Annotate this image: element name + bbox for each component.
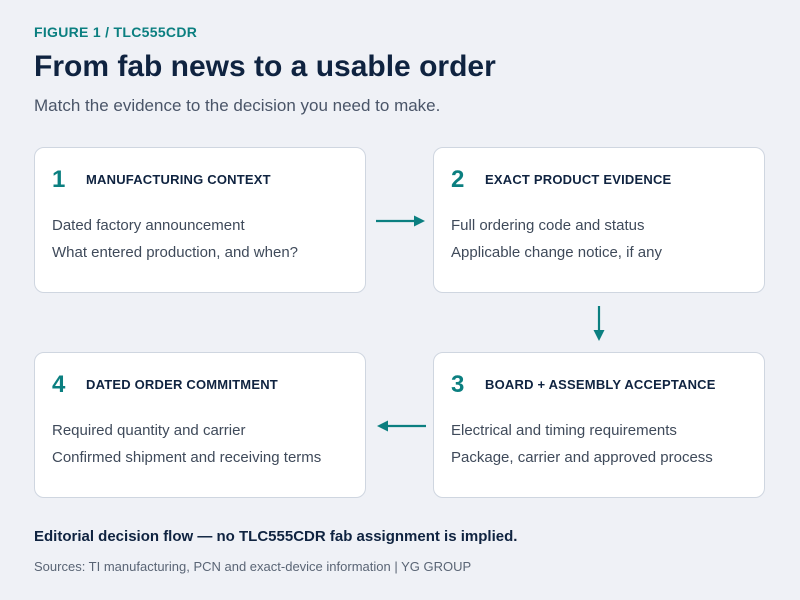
step-card-exact-product-evidence: 2 EXACT PRODUCT EVIDENCE Full ordering c… (433, 147, 765, 293)
step-detail: Required quantity and carrier (52, 422, 246, 439)
step-detail: Electrical and timing requirements (451, 422, 677, 439)
step-detail: Dated factory announcement (52, 217, 245, 234)
step-card-board-assembly-acceptance: 3 BOARD + ASSEMBLY ACCEPTANCE Electrical… (433, 352, 765, 498)
page-title: From fab news to a usable order (34, 50, 496, 83)
step-card-manufacturing-context: 1 MANUFACTURING CONTEXT Dated factory an… (34, 147, 366, 293)
step-heading: BOARD + ASSEMBLY ACCEPTANCE (485, 377, 716, 392)
step-detail: Applicable change notice, if any (451, 244, 662, 261)
step-detail: What entered production, and when? (52, 244, 298, 261)
arrow-down-icon (593, 306, 605, 341)
step-detail: Confirmed shipment and receiving terms (52, 449, 322, 466)
step-heading: DATED ORDER COMMITMENT (86, 377, 278, 392)
step-number: 4 (52, 371, 66, 398)
figure-label: FIGURE 1 / TLC555CDR (34, 24, 198, 40)
step-detail: Full ordering code and status (451, 217, 645, 234)
sources-line: Sources: TI manufacturing, PCN and exact… (34, 559, 472, 574)
figure-caption: Editorial decision flow — no TLC555CDR f… (34, 528, 518, 545)
step-number: 3 (451, 371, 465, 398)
page-subtitle: Match the evidence to the decision you n… (34, 96, 441, 115)
step-number: 1 (52, 166, 66, 193)
arrow-right-icon (376, 215, 425, 227)
step-detail: Package, carrier and approved process (451, 449, 713, 466)
step-heading: EXACT PRODUCT EVIDENCE (485, 172, 672, 187)
step-heading: MANUFACTURING CONTEXT (86, 172, 271, 187)
step-card-dated-order-commitment: 4 DATED ORDER COMMITMENT Required quanti… (34, 352, 366, 498)
step-number: 2 (451, 166, 465, 193)
arrow-left-icon (377, 420, 426, 432)
